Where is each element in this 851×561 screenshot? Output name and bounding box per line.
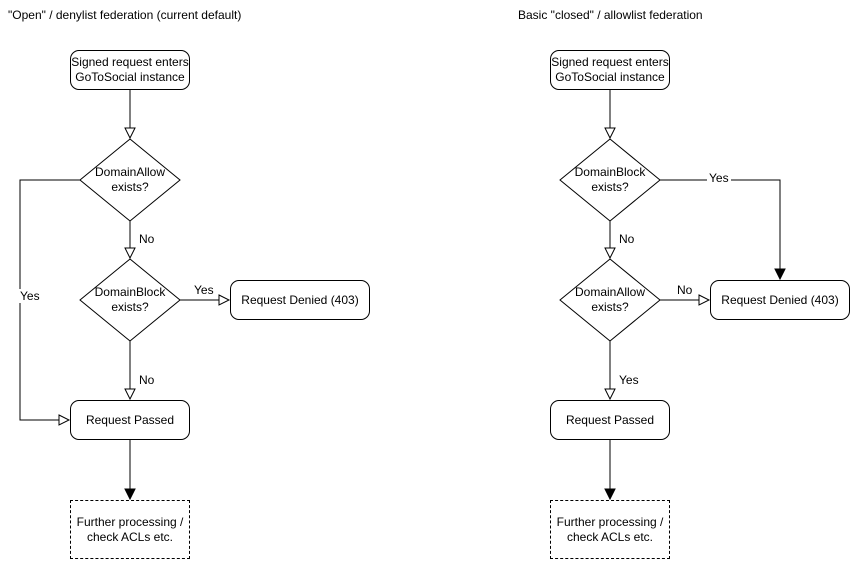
right-start-node: Signed request enters GoToSocial instanc…	[550, 50, 670, 90]
right-denied-node: Request Denied (403)	[710, 280, 850, 320]
left-start-node: Signed request enters GoToSocial instanc…	[70, 50, 190, 90]
right-decision1-shape	[559, 138, 661, 222]
left-denied-node: Request Denied (403)	[230, 280, 370, 320]
right-decision2-yes-label: Yes	[617, 373, 641, 387]
left-decision1-label: DomainAllow exists?	[94, 165, 166, 194]
right-decision2-shape	[559, 258, 661, 342]
left-decision1-no-label: No	[137, 232, 157, 246]
left-decision1-yes-label: Yes	[18, 289, 42, 303]
right-diagram-title: Basic "closed" / allowlist federation	[518, 8, 703, 22]
left-diagram-title: "Open" / denylist federation (current de…	[8, 8, 242, 22]
right-decision2-label: DomainAllow exists?	[574, 285, 646, 314]
left-passed-node: Request Passed	[70, 400, 190, 440]
left-further-processing-node: Further processing / check ACLs etc.	[70, 500, 190, 559]
left-decision2-yes-label: Yes	[192, 283, 216, 297]
right-further-processing-node: Further processing / check ACLs etc.	[550, 500, 670, 559]
right-decision2-no-label: No	[675, 283, 695, 297]
right-passed-node: Request Passed	[550, 400, 670, 440]
left-decision1-shape	[79, 138, 181, 222]
right-decision1-no-label: No	[617, 232, 637, 246]
right-decision1-label: DomainBlock exists?	[574, 165, 646, 194]
right-edge-decision1-yes-to-denied	[660, 179, 786, 281]
left-decision2-label: DomainBlock exists?	[94, 285, 166, 314]
left-decision2-shape	[79, 258, 181, 342]
right-decision1-yes-label: Yes	[707, 171, 731, 185]
left-decision2-no-label: No	[137, 373, 157, 387]
